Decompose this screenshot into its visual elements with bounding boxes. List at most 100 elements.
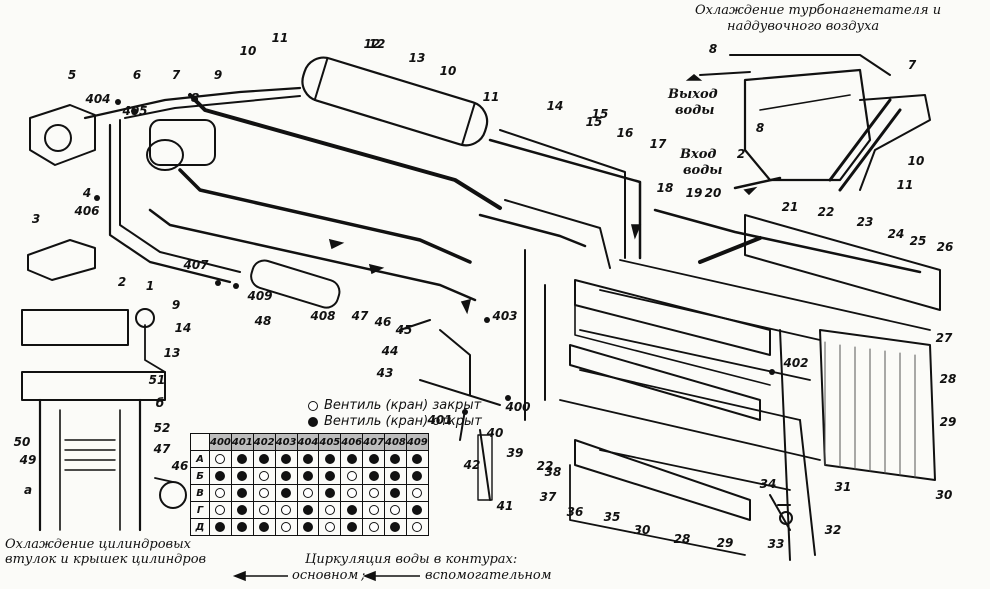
open-valve-icon — [368, 453, 379, 464]
part-number-label: 10 — [239, 44, 257, 58]
part-number-label: 24 — [887, 227, 905, 241]
valve-state-cell — [209, 484, 232, 502]
part-number-label: 408 — [310, 309, 336, 323]
part-number-label: 400 — [505, 400, 531, 414]
part-number-label: 20 — [704, 186, 722, 200]
valve-state-cell — [362, 501, 385, 519]
valve-column-header: 400 — [209, 433, 232, 451]
closed-valve-icon — [324, 521, 335, 532]
part-number-label: 9 — [171, 298, 181, 312]
valve-mode-row: А — [190, 450, 429, 468]
valve-state-cell — [318, 484, 342, 502]
valve-state-cell — [209, 467, 232, 485]
part-number-label: 31 — [834, 480, 852, 494]
valve-state-cell — [405, 501, 429, 519]
part-number-label: 7 — [907, 58, 917, 72]
valve-state-cell — [252, 450, 276, 468]
part-number-label: 409 — [247, 289, 273, 303]
open-valve-icon — [259, 453, 270, 464]
valve-state-cell — [340, 501, 364, 519]
open-valve-icon — [259, 521, 270, 532]
closed-valve-icon — [390, 504, 401, 515]
caption-turbocharger-line2: наддувочного воздуха — [727, 19, 880, 34]
part-number-label: 29 — [716, 536, 734, 550]
valve-state-cell — [274, 484, 298, 502]
open-valve-icon — [346, 504, 357, 515]
caption-turbocharger-line1: Охлаждение турбонагнетателя и — [695, 3, 942, 18]
closed-valve-icon — [368, 487, 379, 498]
caption-main-circuit: основном — [292, 568, 359, 583]
valve-state-cell — [340, 484, 364, 502]
closed-valve-icon — [412, 487, 423, 498]
valve-state-cell — [296, 467, 320, 485]
valve-state-cell — [384, 518, 407, 536]
valve-column-header: 403 — [274, 433, 298, 451]
part-number-label: 406 — [74, 204, 100, 218]
valve-column-header: 406 — [340, 433, 364, 451]
part-number-label: 30 — [935, 488, 953, 502]
valve-state-cell — [209, 501, 232, 519]
open-valve-icon — [390, 470, 401, 481]
mode-label: Б — [190, 467, 210, 485]
open-valve-icon — [324, 453, 335, 464]
part-number-label: 5 — [67, 68, 77, 82]
part-number-label: 1 — [145, 279, 155, 293]
part-number-label: 42 — [463, 458, 481, 472]
part-number-label: 23 — [856, 215, 874, 229]
closed-valve-icon — [259, 504, 270, 515]
valve-mode-row: В — [190, 484, 429, 502]
valve-state-cell — [318, 501, 342, 519]
closed-valve-icon — [215, 487, 226, 498]
part-number-label: 33 — [767, 537, 785, 551]
open-valve-icon — [237, 453, 248, 464]
valve-state-cell — [230, 450, 254, 468]
valve-state-cell — [362, 518, 385, 536]
caption-water-out-line2: воды — [675, 103, 715, 118]
open-valve-icon — [346, 521, 357, 532]
mode-label: В — [190, 484, 210, 502]
valve-state-cell — [252, 467, 276, 485]
valve-column-header: 402 — [252, 433, 276, 451]
part-number-label: 36 — [566, 505, 584, 519]
legend-closed: Вентиль (кран) закрыт — [308, 398, 481, 413]
part-number-label: 50 — [13, 435, 31, 449]
caption-aux-circuit: вспомогательном — [425, 568, 552, 583]
valve-state-cell — [405, 467, 429, 485]
part-number-label: 4 — [82, 186, 92, 200]
part-number-label: 11 — [896, 178, 914, 192]
part-number-label: 9 — [213, 68, 223, 82]
valve-state-cell — [362, 467, 385, 485]
valve-state-cell — [296, 501, 320, 519]
valve-mode-row: Д — [190, 518, 429, 536]
open-valve-icon — [324, 470, 335, 481]
part-number-label: 12 — [368, 37, 386, 51]
valve-state-cell — [384, 484, 407, 502]
valve-state-cell — [230, 467, 254, 485]
open-valve-icon — [237, 521, 248, 532]
valve-column-header: 401 — [230, 433, 254, 451]
part-number-label: 8 — [190, 91, 200, 105]
part-number-label: 27 — [935, 331, 953, 345]
valve-state-cell — [252, 484, 276, 502]
valve-state-cell — [384, 450, 407, 468]
part-number-label: 10 — [907, 154, 925, 168]
part-number-label: 19 — [685, 186, 703, 200]
valve-state-cell — [296, 450, 320, 468]
part-number-label: 21 — [781, 200, 799, 214]
valve-state-cell — [209, 518, 232, 536]
open-valve-icon — [368, 470, 379, 481]
part-number-label: 46 — [374, 315, 392, 329]
valve-column-header: 405 — [318, 433, 342, 451]
part-number-label: 30 — [633, 523, 651, 537]
caption-water-out-line1: Выход — [668, 87, 718, 102]
legend-open-text: Вентиль (кран) открыт — [324, 414, 482, 429]
part-number-label: 18 — [656, 181, 674, 195]
open-valve-icon — [237, 504, 248, 515]
part-number-label: 41 — [496, 499, 514, 513]
valve-state-cell — [340, 467, 364, 485]
valve-state-cell — [209, 450, 232, 468]
valve-state-cell — [230, 518, 254, 536]
